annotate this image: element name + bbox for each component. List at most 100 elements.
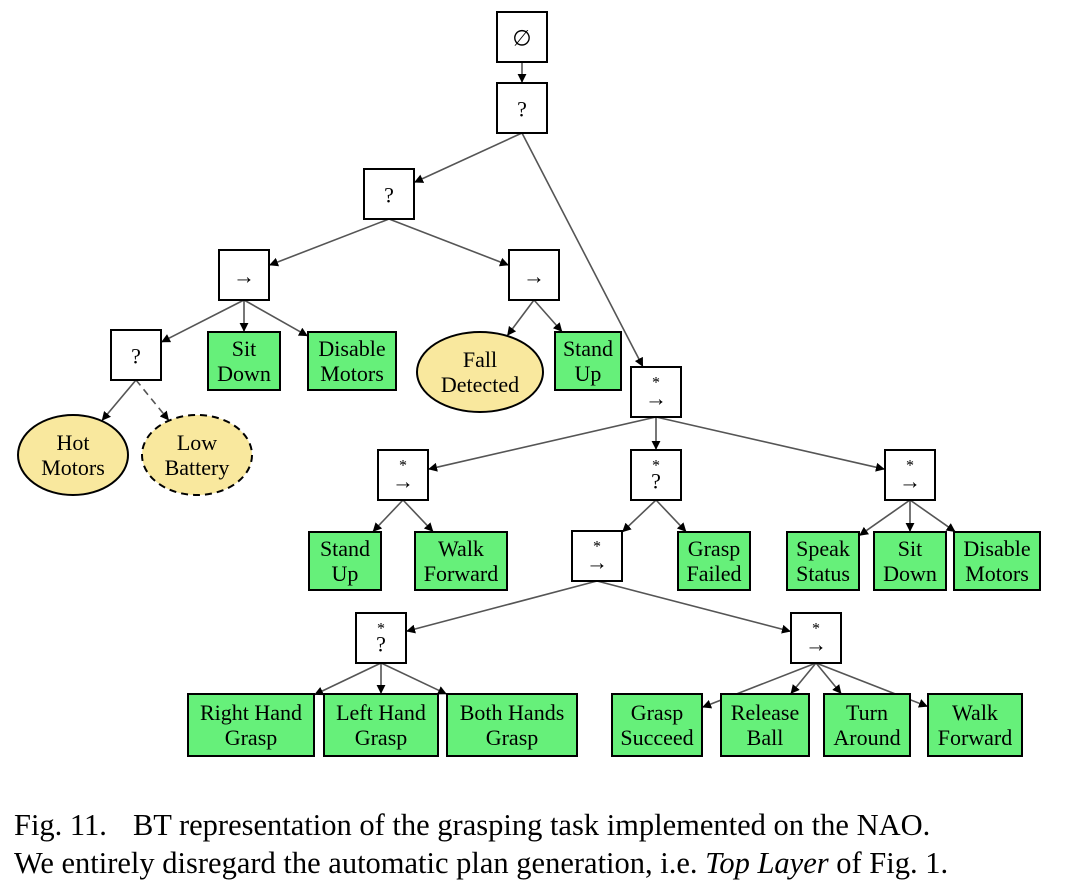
- nodes: ∅??→→?SitDownDisableMotorsFallDetectedSt…: [17, 11, 1041, 757]
- control-symbol: →: [645, 386, 667, 411]
- edge-sseq4-sfb2: [406, 580, 598, 634]
- edge-sseq5-a_turn: [815, 662, 842, 694]
- edge-sseq1-sseq3: [655, 416, 885, 472]
- node-label: Walk: [438, 536, 484, 561]
- node-label: Detected: [441, 372, 519, 397]
- star-fallback-node-sfb1: ?*: [630, 449, 682, 501]
- node-label: Status: [796, 561, 850, 586]
- fallback-node-fb1: ?: [496, 82, 548, 134]
- control-symbol: ?: [384, 183, 394, 208]
- node-label: Motors: [965, 561, 1029, 586]
- star-marker: *: [812, 621, 820, 638]
- fallback-node-fb3: ?: [110, 329, 162, 381]
- node-label: Low: [177, 430, 217, 455]
- edge-sfb2-a_bh: [380, 662, 447, 695]
- edge-fb3-c_low: [135, 379, 169, 421]
- node-label: Grasp: [355, 725, 408, 750]
- node-label: Grasp: [631, 700, 684, 725]
- node-label: Stand: [563, 336, 613, 361]
- behavior-tree-diagram: ∅??→→?SitDownDisableMotorsFallDetectedSt…: [17, 11, 1041, 757]
- edge-seq1-a_dis1: [243, 299, 308, 337]
- caption-label: Fig. 11.: [14, 808, 107, 842]
- node-label: Forward: [938, 725, 1013, 750]
- edge-sseq1-sseq2: [428, 416, 657, 472]
- sequence-node-seq2: →: [508, 249, 560, 301]
- node-label: Sit: [232, 336, 256, 361]
- node-label: Grasp: [486, 725, 539, 750]
- control-symbol: ?: [131, 344, 141, 369]
- edge-sfb1-sseq4: [622, 499, 657, 533]
- edge-seq2-a_stand1: [533, 299, 563, 332]
- star-sequence-node-sseq4: →*: [571, 530, 623, 582]
- node-label: Succeed: [620, 725, 693, 750]
- node-label: Disable: [318, 336, 385, 361]
- root-node-root: ∅: [496, 11, 548, 63]
- node-label: Motors: [41, 455, 105, 480]
- control-symbol: →: [899, 469, 921, 494]
- edge-fb2-seq2: [388, 218, 509, 267]
- node-label: Failed: [687, 561, 742, 586]
- node-label: Ball: [747, 725, 784, 750]
- edge-sseq5-a_rel: [790, 662, 817, 694]
- node-label: Turn: [846, 700, 888, 725]
- node-label: Grasp: [688, 536, 741, 561]
- edge-sseq3-a_speak: [859, 499, 911, 536]
- node-label: Motors: [320, 361, 384, 386]
- caption-text-3: of Fig. 1.: [828, 846, 949, 880]
- node-label: Both Hands: [460, 700, 565, 725]
- edge-sseq3-a_dis2: [909, 499, 956, 533]
- caption-line-2: We entirely disregard the automatic plan…: [14, 844, 1059, 882]
- node-label: Sit: [898, 536, 922, 561]
- node-label: Down: [883, 561, 937, 586]
- node-label: Up: [332, 561, 359, 586]
- node-label: Speak: [796, 536, 850, 561]
- node-label: Fall: [463, 347, 497, 372]
- node-label: Release: [731, 700, 799, 725]
- star-marker: *: [377, 621, 385, 638]
- node-label: Battery: [165, 455, 230, 480]
- star-sequence-node-sseq5: →*: [790, 612, 842, 664]
- star-marker: *: [906, 458, 914, 475]
- fallback-node-fb2: ?: [363, 168, 415, 220]
- sequence-node-seq1: →: [218, 249, 270, 301]
- node-label: Walk: [952, 700, 998, 725]
- caption-text-2: We entirely disregard the automatic plan…: [14, 846, 706, 880]
- control-symbol: →: [805, 632, 827, 657]
- star-fallback-node-sfb2: ?*: [355, 612, 407, 664]
- edge-sseq2-a_walk1: [402, 499, 434, 532]
- caption-line-1: Fig. 11.BT representation of the graspin…: [14, 806, 1059, 844]
- star-sequence-node-sseq2: →*: [377, 449, 429, 501]
- control-symbol: ∅: [512, 26, 531, 51]
- edge-fb3-c_hot: [101, 379, 137, 421]
- node-label: Left Hand: [336, 700, 426, 725]
- star-marker: *: [652, 375, 660, 392]
- edge-seq1-fb3: [161, 299, 245, 343]
- control-symbol: ?: [517, 97, 527, 122]
- star-marker: *: [652, 458, 660, 475]
- node-label: Down: [217, 361, 271, 386]
- control-symbol: →: [392, 469, 414, 494]
- edge-sfb2-a_rh: [314, 662, 382, 696]
- edge-fb2-seq1: [269, 218, 390, 267]
- node-label: Stand: [320, 536, 370, 561]
- edge-seq2-c_fall: [507, 299, 535, 336]
- node-label: Grasp: [225, 725, 278, 750]
- node-label: Disable: [963, 536, 1030, 561]
- caption-emphasis: Top Layer: [705, 846, 829, 880]
- node-label: Hot: [57, 430, 90, 455]
- control-symbol: ?: [376, 632, 386, 657]
